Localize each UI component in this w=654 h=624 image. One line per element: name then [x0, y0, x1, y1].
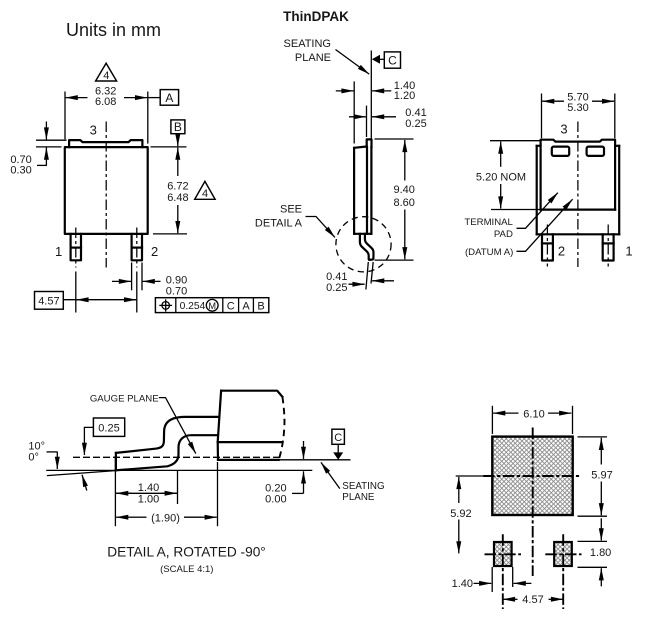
svg-text:5.92: 5.92: [450, 508, 471, 520]
svg-text:TERMINAL: TERMINAL: [464, 217, 513, 228]
svg-text:6.10: 6.10: [523, 408, 544, 420]
svg-text:PLANE: PLANE: [295, 52, 331, 64]
svg-text:C: C: [388, 53, 397, 67]
svg-text:C: C: [334, 432, 342, 444]
svg-text:6.08: 6.08: [95, 96, 116, 108]
svg-text:DETAIL A: DETAIL A: [255, 217, 303, 229]
svg-text:0.25: 0.25: [98, 423, 119, 435]
svg-text:0.254: 0.254: [180, 301, 206, 312]
svg-text:3: 3: [90, 123, 97, 138]
svg-text:4.57: 4.57: [38, 295, 59, 307]
svg-text:6.32: 6.32: [95, 85, 116, 97]
svg-text:10°: 10°: [28, 440, 45, 452]
svg-text:5.30: 5.30: [567, 102, 588, 114]
svg-text:9.40: 9.40: [393, 184, 414, 196]
svg-text:1.40: 1.40: [138, 482, 159, 494]
svg-text:1.40: 1.40: [452, 578, 473, 590]
svg-text:0.90: 0.90: [166, 275, 187, 287]
svg-text:0.30: 0.30: [10, 165, 31, 177]
svg-text:Units in mm: Units in mm: [66, 20, 161, 40]
svg-text:2: 2: [558, 244, 565, 259]
svg-text:(1.90): (1.90): [151, 513, 180, 525]
svg-text:A: A: [165, 91, 173, 105]
svg-text:PLANE: PLANE: [342, 492, 375, 503]
svg-text:0.25: 0.25: [405, 118, 426, 130]
svg-text:PAD: PAD: [494, 229, 513, 240]
svg-text:1.00: 1.00: [138, 494, 159, 506]
svg-text:1.40: 1.40: [394, 80, 415, 92]
svg-text:0.70: 0.70: [10, 154, 31, 166]
svg-text:5.70: 5.70: [567, 91, 588, 103]
svg-text:4.57: 4.57: [522, 594, 543, 606]
svg-text:(DATUM A): (DATUM A): [465, 247, 513, 258]
svg-text:M: M: [208, 301, 216, 311]
svg-text:5.97: 5.97: [591, 469, 612, 481]
svg-text:GAUGE PLANE: GAUGE PLANE: [90, 393, 159, 404]
svg-text:ThinDPAK: ThinDPAK: [283, 9, 349, 24]
svg-text:0.25: 0.25: [326, 282, 347, 294]
svg-text:B: B: [174, 120, 182, 134]
svg-text:0.70: 0.70: [166, 286, 187, 298]
svg-text:1: 1: [55, 244, 62, 259]
svg-text:0.41: 0.41: [326, 271, 347, 283]
svg-text:A: A: [242, 300, 250, 312]
svg-text:0.41: 0.41: [405, 107, 426, 119]
svg-text:1.80: 1.80: [590, 547, 611, 559]
svg-text:3: 3: [560, 122, 567, 137]
svg-text:1: 1: [625, 244, 632, 259]
svg-text:5.20 NOM: 5.20 NOM: [476, 171, 526, 183]
svg-text:SEATING: SEATING: [284, 38, 331, 50]
svg-text:SEE: SEE: [280, 204, 302, 216]
svg-text:B: B: [257, 300, 264, 312]
svg-text:4: 4: [103, 70, 109, 82]
svg-text:6.72: 6.72: [167, 181, 188, 193]
svg-text:8.60: 8.60: [393, 197, 414, 209]
svg-text:0°: 0°: [28, 451, 39, 463]
svg-text:C: C: [227, 300, 235, 312]
svg-text:SEATING: SEATING: [342, 481, 384, 492]
svg-text:0.20: 0.20: [265, 482, 286, 494]
svg-text:4: 4: [202, 188, 208, 200]
svg-text:2: 2: [151, 244, 158, 259]
svg-text:DETAIL A, ROTATED -90°: DETAIL A, ROTATED -90°: [107, 545, 266, 560]
svg-text:6.48: 6.48: [167, 192, 188, 204]
svg-text:0.00: 0.00: [265, 494, 286, 506]
svg-text:(SCALE 4:1): (SCALE 4:1): [160, 564, 213, 575]
svg-text:1.20: 1.20: [394, 90, 415, 102]
